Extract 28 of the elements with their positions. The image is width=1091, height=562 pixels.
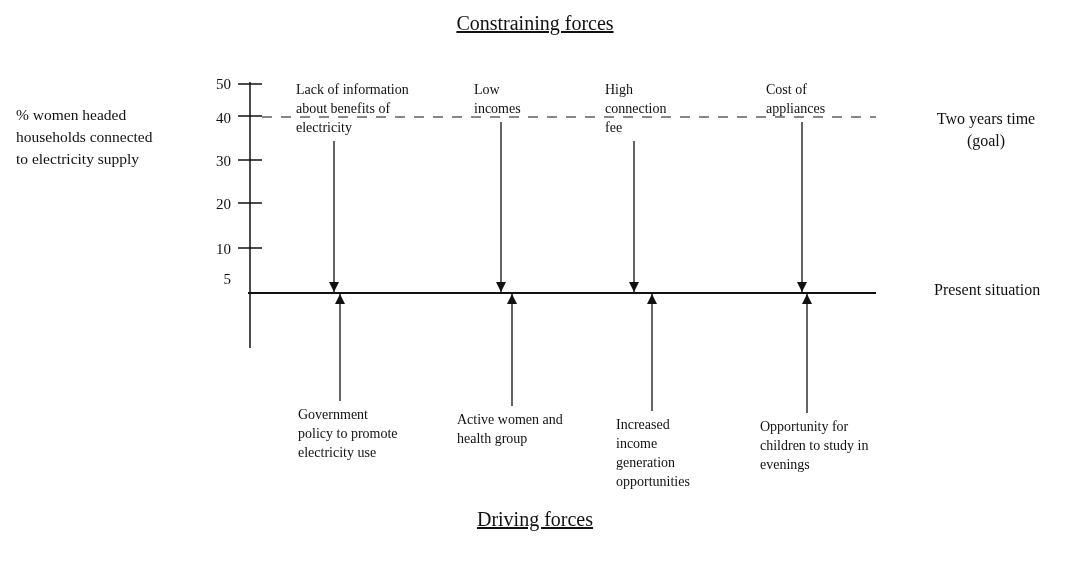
- driving-force-text: Increased income generation opportunities: [616, 415, 711, 491]
- constraining-force-text: High connection fee: [605, 80, 681, 137]
- tick-label: 40: [215, 109, 231, 128]
- driving-force-text: Government policy to promote electricity use: [298, 405, 398, 462]
- constraining-force-text: Lack of information about benefits of electricity: [296, 80, 416, 137]
- driving-force-text: Opportunity for children to study in evenings: [760, 417, 886, 474]
- arrow: [802, 293, 812, 414]
- constraining-force-text: Cost of appliances: [766, 80, 846, 118]
- axis-label: % women headed households connected to electricity supply: [16, 105, 154, 169]
- tick-label: 5: [222, 270, 231, 289]
- arrow: [329, 140, 339, 293]
- tick-label: 10: [215, 240, 231, 259]
- arrow: [629, 140, 639, 293]
- tick-label: 20: [215, 195, 231, 214]
- arrow: [797, 121, 807, 293]
- heading: Driving forces: [475, 510, 595, 529]
- present-situation-line: [248, 292, 876, 294]
- arrow: [496, 121, 506, 293]
- driving-force-text: Active women and health group: [457, 410, 569, 448]
- tick-label: 50: [215, 75, 231, 94]
- constraining-force-text: Low incomes: [474, 80, 530, 118]
- arrow: [647, 293, 657, 412]
- baseline-label: Present situation: [934, 280, 1041, 299]
- tick-label: 30: [215, 152, 231, 171]
- goal-label: Two years time (goal): [935, 109, 1037, 152]
- heading: Constraining forces: [455, 14, 615, 33]
- arrow: [335, 293, 345, 402]
- arrow: [507, 293, 517, 407]
